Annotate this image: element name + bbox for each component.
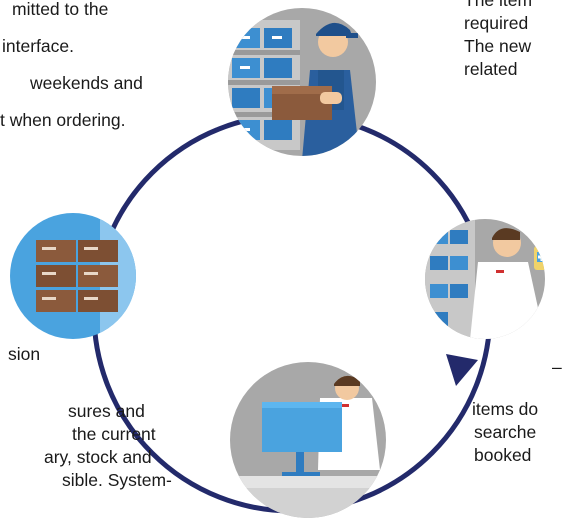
text-middle-left: sion: [8, 344, 41, 364]
text-bottom-right-dash: –: [552, 357, 562, 377]
text-top-left-line-4: t when ordering.: [0, 110, 126, 130]
warehouse-worker-icon: [228, 20, 360, 156]
node-pharmacist: [425, 219, 545, 339]
cycle-arrowhead: [446, 354, 478, 386]
text-top-right-line-2: required: [464, 13, 529, 33]
text-top-left-line-1: mitted to the: [12, 0, 109, 19]
text-top-left-line-2: interface.: [2, 36, 74, 56]
text-bottom-right-line-1: items do: [472, 399, 539, 419]
text-bottom-right-line-3: booked: [474, 445, 532, 465]
text-bottom-left-line-4: sible. System-: [62, 470, 172, 490]
text-bottom-left-line-3: ary, stock and: [44, 447, 152, 467]
text-top-left-line-3: weekends and: [30, 73, 143, 93]
node-computer-worker: [230, 362, 386, 518]
text-bottom-left-line-1: sures and: [68, 401, 145, 421]
text-top-right-line-1: The item: [464, 0, 533, 10]
node-stacked-boxes: [10, 213, 136, 339]
stacked-boxes-icon: [36, 213, 136, 339]
text-top-right-line-4: related: [464, 59, 518, 79]
text-bottom-left-line-2: the current: [72, 424, 156, 444]
text-top-right-line-3: The new: [464, 36, 532, 56]
node-warehouse-worker: [228, 8, 376, 156]
text-bottom-right-line-2: searche: [474, 422, 537, 442]
